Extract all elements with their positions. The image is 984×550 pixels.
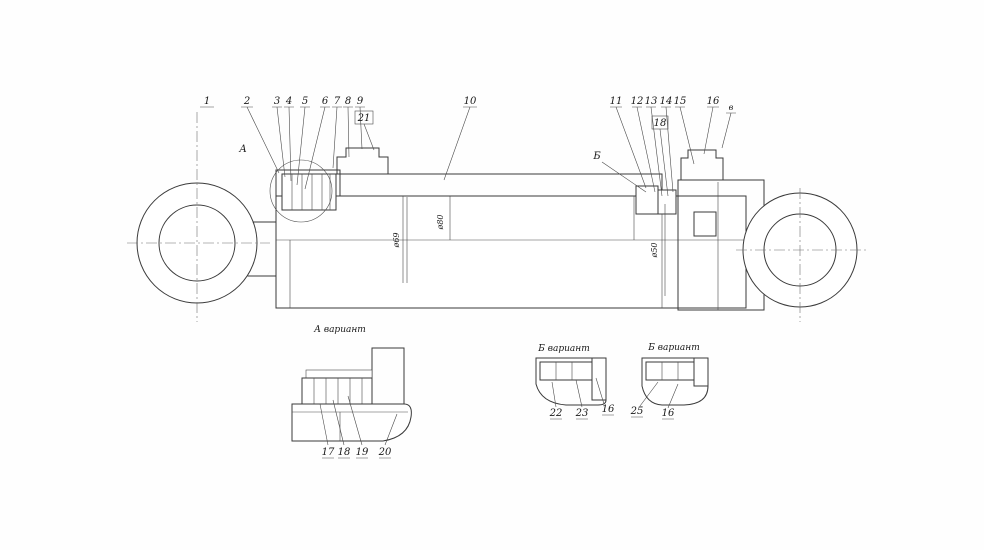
dim-dia80: ø80 (436, 215, 445, 231)
callout-16: 16 (707, 96, 720, 107)
callouts-top-left: 1 2 3 4 5 6 7 8 9 21 10 (200, 96, 477, 190)
rod-eye (136, 182, 277, 304)
tube-wall-section (339, 173, 663, 197)
callout-7: 7 (334, 96, 341, 107)
callout-8: 8 (345, 96, 351, 107)
centerlines (127, 112, 866, 322)
callout-9: 9 (357, 96, 364, 107)
callout-16-b1: 16 (602, 404, 615, 415)
callouts-top-right: 11 12 13 14 15 16 18 в (610, 96, 736, 197)
callout-22: 22 (549, 408, 563, 419)
detail-a-boundary (269, 159, 333, 223)
marker-detail-a: А (238, 144, 247, 155)
detail-b1-view: Б вариант 22 23 16 (535, 344, 615, 420)
callout-15: 15 (674, 96, 687, 107)
detail-b2-title: Б вариант (647, 343, 699, 353)
cylinder-body (275, 174, 747, 309)
callout-25: 25 (630, 406, 644, 417)
left-port-boss (336, 147, 389, 175)
callout-18-boxed: 18 (654, 118, 667, 129)
callout-17: 17 (322, 447, 335, 458)
piston-assembly (635, 185, 717, 237)
detail-a-view: А вариант 17 18 19 20 (291, 325, 412, 459)
callout-5: 5 (302, 96, 308, 107)
detail-a-title: А вариант (313, 325, 366, 335)
marker-detail-b: Б (592, 151, 601, 162)
callout-20: 20 (378, 447, 392, 458)
callout-21: 21 (357, 113, 371, 124)
callout-12: 12 (631, 96, 644, 107)
callout-4: 4 (285, 96, 292, 107)
callout-11: 11 (610, 96, 623, 107)
callout-16-b2: 16 (662, 408, 675, 419)
dimensions: ø69 ø80 ø50 (392, 197, 666, 296)
callout-14: 14 (660, 96, 673, 107)
right-port-boss (680, 149, 724, 181)
callout-v: в (729, 103, 734, 112)
dim-dia50: ø50 (650, 243, 659, 259)
callout-19: 19 (356, 447, 369, 458)
callout-2: 2 (243, 96, 250, 107)
callout-1: 1 (204, 96, 210, 107)
detail-b1-title: Б вариант (537, 344, 589, 354)
callout-6: 6 (322, 96, 329, 107)
callout-3: 3 (274, 96, 280, 107)
callout-18: 18 (338, 447, 351, 458)
dim-dia69: ø69 (392, 233, 401, 249)
callout-10: 10 (464, 96, 477, 107)
detail-b2-view: Б вариант 25 16 (630, 343, 709, 420)
detail-markers: А Б (238, 144, 647, 193)
callout-23: 23 (575, 408, 589, 419)
callout-13: 13 (645, 96, 658, 107)
